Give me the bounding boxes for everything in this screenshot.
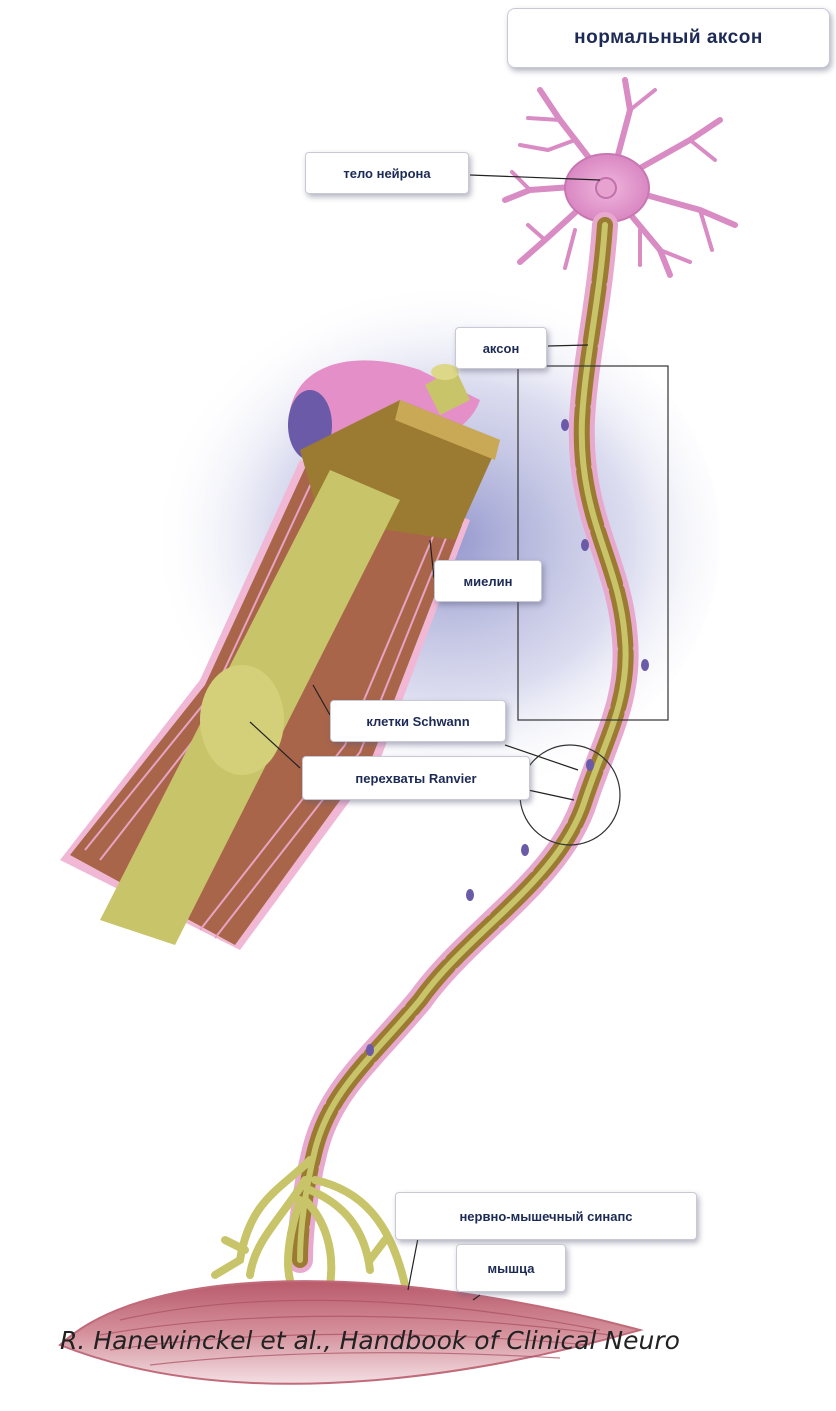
label-axon: аксон <box>455 327 547 369</box>
diagram-title: нормальный аксон <box>507 8 830 68</box>
label-schwann-cells: клетки Schwann <box>330 700 506 742</box>
label-neuromuscular-synapse: нервно-мышечный синапс <box>395 1192 697 1240</box>
label-nodes-of-ranvier: перехваты Ranvier <box>302 756 530 800</box>
label-myelin: миелин <box>434 560 542 602</box>
image-credit: R. Hanewinckel et al., Handbook of Clini… <box>60 1326 680 1355</box>
label-neuron-body: тело нейрона <box>305 152 469 194</box>
label-muscle: мышца <box>456 1244 566 1292</box>
